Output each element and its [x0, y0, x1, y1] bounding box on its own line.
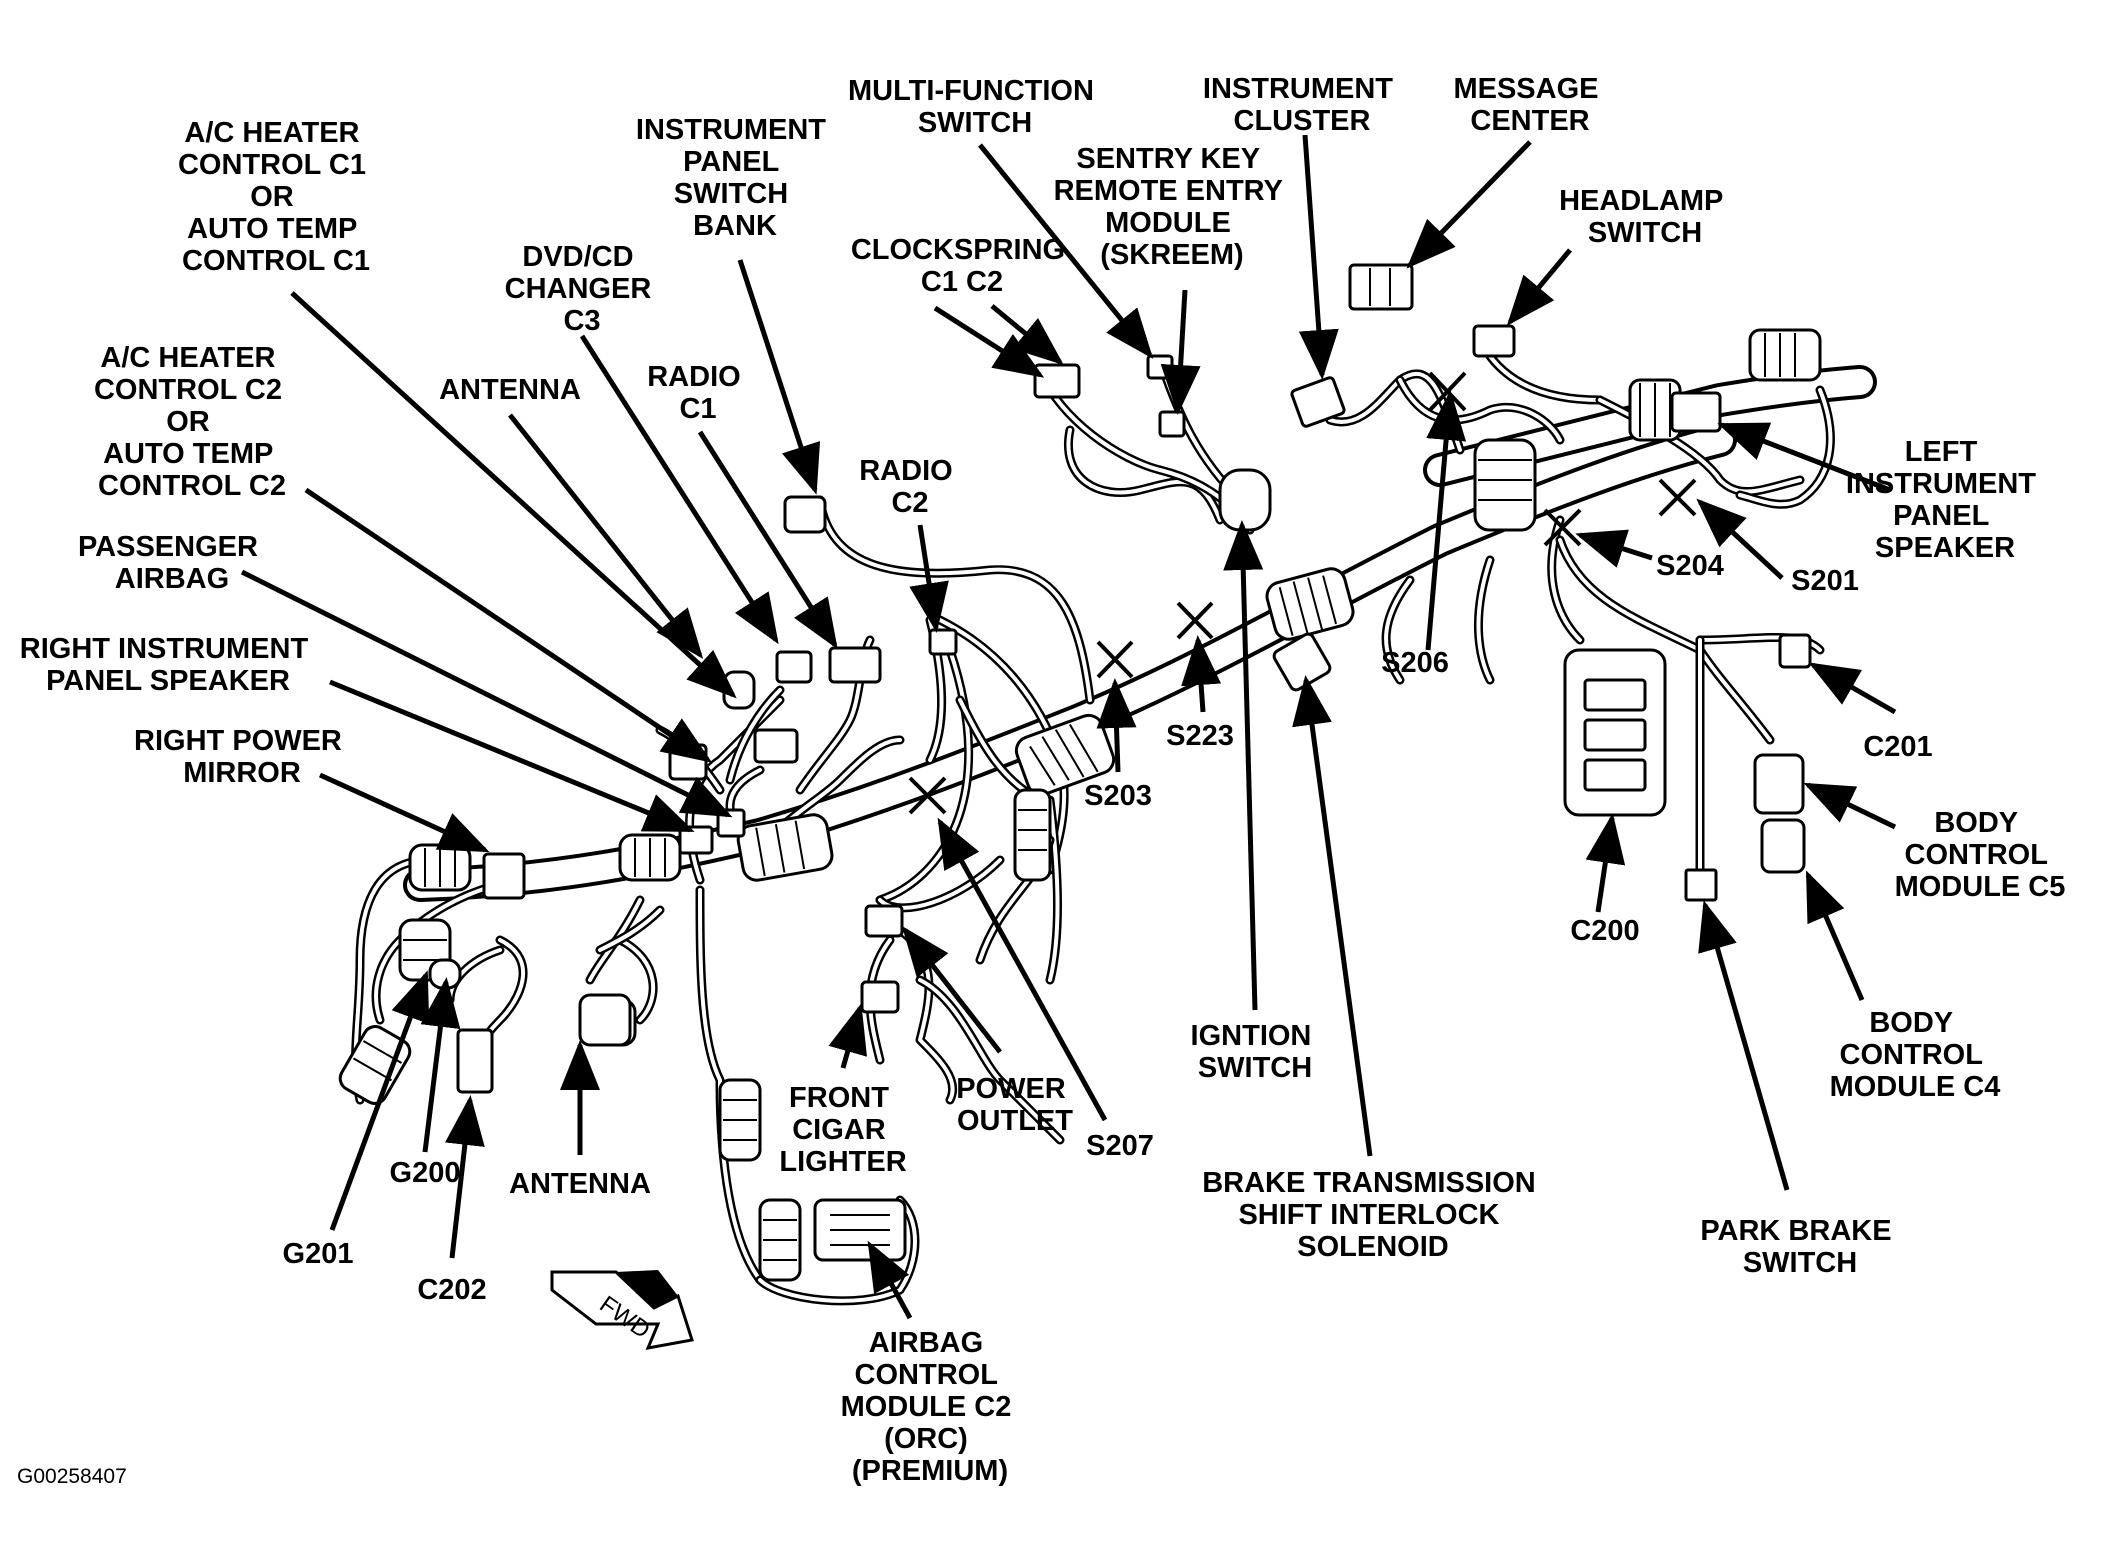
label-s204: S204 [1656, 550, 1724, 582]
headlamp-switch-connector [1472, 324, 1516, 358]
label-right-power-mirror: RIGHT POWER MIRROR [134, 725, 350, 789]
label-btsi-solenoid: BRAKE TRANSMISSION SHIFT INTERLOCK SOLEN… [1202, 1167, 1544, 1263]
skreem-connector [1158, 410, 1186, 438]
power-outlet-connector [864, 904, 904, 938]
label-s223: S223 [1166, 720, 1234, 752]
label-instrument-cluster: INSTRUMENT CLUSTER [1203, 73, 1401, 137]
label-park-brake-switch: PARK BRAKE SWITCH [1700, 1215, 1899, 1279]
label-power-outlet: POWER OUTLET [956, 1073, 1074, 1137]
label-g201: G201 [283, 1238, 354, 1270]
label-bcm-c5: BODY CONTROL MODULE C5 [1895, 807, 2066, 903]
label-c200: C200 [1570, 915, 1639, 947]
right-ip-speaker-connector [678, 825, 714, 855]
label-ip-switch-bank: INSTRUMENT PANEL SWITCH BANK [636, 114, 834, 242]
message-center-connector [1348, 263, 1414, 311]
ignition-switch-connector [1218, 468, 1272, 532]
label-ignition-switch: IGNTION SWITCH [1191, 1020, 1320, 1084]
ac-heater-c1-connector [753, 728, 799, 764]
label-s207: S207 [1086, 1130, 1154, 1162]
label-ac-heater-c1: A/C HEATER CONTROL C1 OR AUTO TEMP CONTR… [178, 117, 374, 277]
leader-lines [240, 134, 1897, 1320]
label-bcm-c4: BODY CONTROL MODULE C4 [1830, 1007, 2001, 1103]
label-s203: S203 [1084, 780, 1152, 812]
radio-c1-connector [828, 646, 882, 684]
label-clockspring: CLOCKSPRING C1 C2 [851, 234, 1073, 298]
label-c202: C202 [417, 1274, 486, 1306]
label-ac-heater-c2: A/C HEATER CONTROL C2 OR AUTO TEMP CONTR… [94, 342, 290, 502]
left-ip-speaker-connector [1670, 391, 1722, 433]
c202-connector [456, 1028, 494, 1094]
cigar-lighter-connector [860, 980, 900, 1014]
antenna-lower-connector [578, 993, 632, 1047]
label-radio-c2: RADIO C2 [859, 455, 961, 519]
ac-heater-c2-connector [668, 743, 708, 781]
label-multi-function-switch: MULTI-FUNCTION SWITCH [848, 75, 1102, 139]
dvd-cd-changer-connector [775, 650, 813, 684]
bcm-c4-connector [1760, 818, 1806, 874]
label-radio-c1: RADIO C1 [647, 361, 749, 425]
branch-wires [351, 335, 1835, 1306]
label-dvd-cd-changer: DVD/CD CHANGER C3 [505, 241, 660, 337]
label-front-cigar-lighter: FRONT CIGAR LIGHTER [779, 1082, 906, 1178]
clockspring-connector [1033, 363, 1081, 399]
callout-labels: A/C HEATER CONTROL C1 OR AUTO TEMP CONTR… [20, 73, 2066, 1487]
fwd-arrow: FWD [550, 1270, 694, 1350]
radio-c2-connector [928, 628, 958, 656]
label-message-center: MESSAGE CENTER [1453, 73, 1606, 137]
label-g200: G200 [390, 1157, 461, 1189]
label-antenna-top: ANTENNA [439, 374, 581, 406]
label-left-ip-speaker: LEFT INSTRUMENT PANEL SPEAKER [1846, 436, 2044, 564]
label-right-ip-speaker: RIGHT INSTRUMENT PANEL SPEAKER [20, 633, 316, 697]
c201-connector [1778, 633, 1812, 669]
figure-id: G00258407 [17, 1465, 127, 1488]
label-passenger-airbag: PASSENGER AIRBAG [78, 531, 266, 595]
label-airbag-control-module: AIRBAG CONTROL MODULE C2 (ORC) (PREMIUM) [841, 1327, 1020, 1487]
instrument-cluster-connector [1290, 376, 1346, 428]
bcm-c5-connector [1753, 753, 1805, 815]
park-brake-switch-connector [1684, 868, 1718, 902]
label-skreem: SENTRY KEY REMOTE ENTRY MODULE (SKREEM) [1054, 143, 1291, 271]
multi-function-switch-connector [1146, 354, 1174, 380]
label-c201: C201 [1863, 731, 1932, 763]
connectors [428, 263, 1812, 1262]
harness-artwork: FWD [338, 263, 1877, 1350]
label-s201: S201 [1791, 565, 1859, 597]
label-headlamp-switch: HEADLAMP SWITCH [1559, 185, 1731, 249]
right-mirror-connector [482, 852, 526, 900]
ip-switch-bank-connector [783, 495, 827, 534]
label-antenna-bottom: ANTENNA [509, 1168, 651, 1200]
label-s206: S206 [1381, 647, 1449, 679]
